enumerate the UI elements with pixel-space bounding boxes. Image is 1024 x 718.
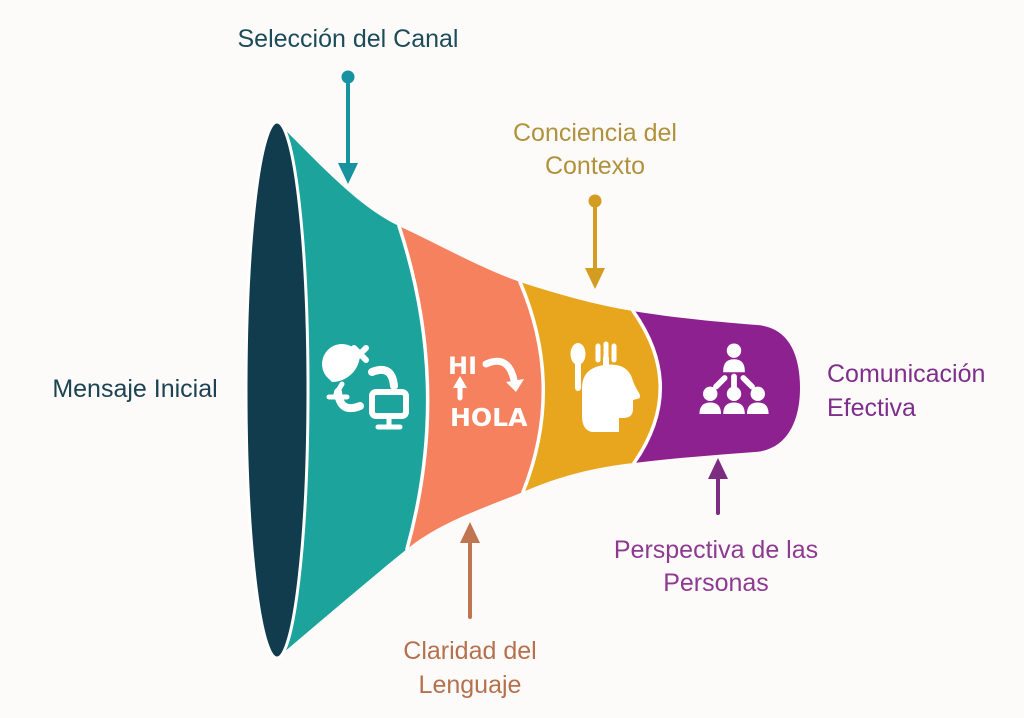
arrow-seleccion-del-canal [338,70,358,184]
arrow-claridad-del-lenguaje [460,522,480,619]
people-hierarchy-icon [699,343,769,414]
satellite-monitor-exchange-icon [322,344,409,430]
label-comunicacion-line2: Efectiva [827,394,916,422]
funnel-segment-claridad-del-lenguaje [399,226,544,549]
hi-text: HI [448,352,477,380]
label-seleccion-del-canal: Selección del Canal [238,25,459,53]
arrow-head [338,163,358,184]
head-cutlery-icon [570,341,641,432]
hola-text: HOLA [450,403,528,432]
label-mensaje-inicial: Mensaje Inicial [52,375,217,403]
label-claridad-line1: Claridad del [403,637,536,665]
arrow-origin-dot [341,70,355,84]
arrow-perspectiva-personas [708,458,728,515]
arrow-conciencia-del-contexto [585,194,605,289]
curved-arrow-head [506,379,524,392]
funnel-mouth [244,120,310,660]
up-arrow-head [453,376,467,388]
arrow-head [460,522,480,543]
segment-separator [518,280,546,494]
label-conciencia-line1: Conciencia del [513,119,677,147]
label-perspectiva-line2: Personas [663,569,769,597]
funnel-segment-seleccion-del-canal [277,122,428,658]
segment-separator [397,224,430,551]
label-perspectiva-line1: Perspectiva de las [614,536,818,564]
arrow-origin-dot [588,194,602,208]
label-conciencia-line2: Contexto [545,152,645,180]
segment-separator [631,309,662,465]
label-comunicacion-line1: Comunicación [827,360,985,388]
arrow-head [585,268,605,289]
arrow-head [708,458,728,479]
label-claridad-line2: Lenguaje [419,671,522,699]
translation-hi-hola-icon: HI HOLA [448,352,528,432]
